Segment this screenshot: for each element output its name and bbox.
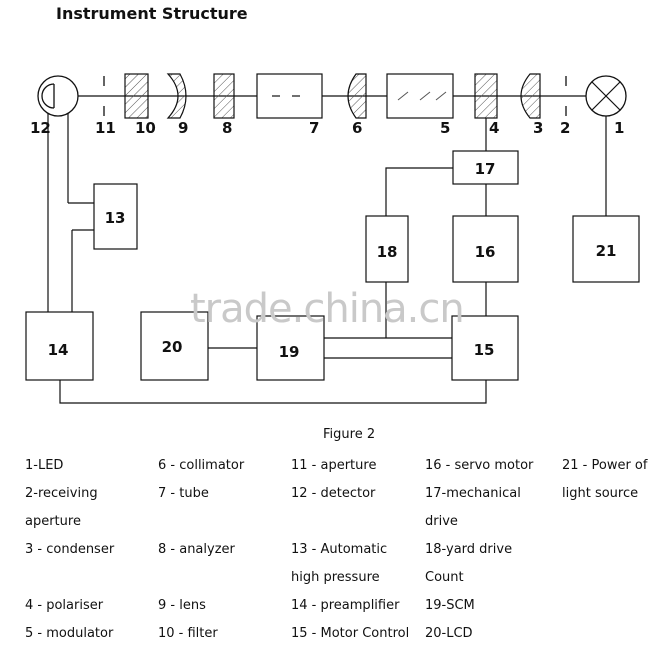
label-5: 5 bbox=[440, 119, 450, 137]
collimator-6 bbox=[347, 73, 367, 119]
legend-item: high pressure bbox=[291, 570, 380, 585]
label-19: 19 bbox=[279, 343, 300, 361]
label-18: 18 bbox=[377, 243, 398, 261]
legend-item: 8 - analyzer bbox=[158, 542, 235, 557]
lens-9 bbox=[166, 73, 187, 119]
legend-item: 5 - modulator bbox=[25, 626, 114, 641]
diagram-title: Instrument Structure bbox=[56, 4, 248, 23]
label-1: 1 bbox=[614, 119, 624, 137]
label-11: 11 bbox=[95, 119, 116, 137]
legend-item: 15 - Motor Control bbox=[291, 626, 410, 641]
legend-item: 19-SCM bbox=[425, 598, 475, 613]
tube-7 bbox=[256, 73, 323, 119]
label-20: 20 bbox=[162, 338, 183, 356]
legend-column-4: 16 - servo motor 17-mechanical drive 18-… bbox=[425, 452, 533, 648]
instrument-diagram: 12 11 10 9 8 7 6 5 4 3 2 1 bbox=[25, 73, 640, 404]
figure-caption: Figure 2 bbox=[323, 427, 376, 442]
legend-item: 17-mechanical bbox=[425, 486, 521, 501]
legend-item: 3 - condenser bbox=[25, 542, 115, 557]
legend-item: 6 - collimator bbox=[158, 458, 245, 473]
legend-item: 2-receiving bbox=[25, 486, 98, 501]
legend-item bbox=[158, 508, 244, 536]
legend-item: 10 - filter bbox=[158, 626, 218, 641]
legend-item: 13 - Automatic bbox=[291, 542, 388, 557]
box-21-light-source-power bbox=[572, 215, 640, 283]
legend-item: 14 - preamplifier bbox=[291, 598, 400, 613]
legend-item bbox=[25, 564, 114, 592]
legend-item: aperture bbox=[25, 514, 81, 529]
legend-item: 1-LED bbox=[25, 458, 64, 473]
box-18-yard-drive-count bbox=[365, 215, 409, 283]
legend-item bbox=[158, 564, 244, 592]
label-3: 3 bbox=[533, 119, 543, 137]
legend-item: drive bbox=[425, 514, 458, 529]
legend-column-3: 11 - aperture 12 - detector 13 - Automat… bbox=[291, 452, 409, 648]
label-16: 16 bbox=[475, 243, 496, 261]
legend-column-1: 1-LED 2-receiving aperture 3 - condenser… bbox=[25, 452, 114, 648]
label-17: 17 bbox=[475, 160, 496, 178]
legend-item: light source bbox=[562, 486, 639, 501]
legend-item: 21 - Power of bbox=[562, 458, 648, 473]
polariser-4 bbox=[474, 73, 498, 119]
label-14: 14 bbox=[48, 341, 69, 359]
label-6: 6 bbox=[352, 119, 362, 137]
watermark: trade.china.cn bbox=[190, 286, 465, 332]
box-19-scm bbox=[256, 315, 325, 381]
detector-12 bbox=[37, 75, 79, 117]
legend-item: 18-yard drive bbox=[425, 542, 513, 557]
label-9: 9 bbox=[178, 119, 188, 137]
box-15-motor-control bbox=[451, 315, 519, 381]
condenser-3 bbox=[520, 73, 541, 119]
box-16-servo-motor bbox=[452, 215, 519, 283]
legend-item: 4 - polariser bbox=[25, 598, 104, 613]
box-20-lcd bbox=[140, 311, 209, 381]
connection-wires bbox=[47, 113, 607, 404]
label-10: 10 bbox=[135, 119, 156, 137]
label-8: 8 bbox=[222, 119, 232, 137]
led-1 bbox=[585, 75, 627, 117]
legend-item: 9 - lens bbox=[158, 598, 206, 613]
legend-item: 11 - aperture bbox=[291, 458, 377, 473]
label-21: 21 bbox=[596, 242, 617, 260]
label-2: 2 bbox=[560, 119, 570, 137]
legend-item bbox=[291, 508, 409, 536]
label-15: 15 bbox=[474, 341, 495, 359]
label-12: 12 bbox=[30, 119, 51, 137]
analyzer-8 bbox=[213, 73, 235, 119]
label-13: 13 bbox=[105, 209, 126, 227]
box-14-preamplifier bbox=[25, 311, 94, 381]
legend-item: 20-LCD bbox=[425, 626, 473, 641]
label-7: 7 bbox=[309, 119, 319, 137]
label-4: 4 bbox=[489, 119, 499, 137]
legend-item: Count bbox=[425, 570, 464, 585]
legend-column-2: 6 - collimator 7 - tube 8 - analyzer 9 -… bbox=[158, 452, 244, 648]
filter-10 bbox=[124, 73, 149, 119]
legend-column-5: 21 - Power of light source bbox=[562, 452, 647, 508]
box-17-mechanical-drive bbox=[452, 150, 519, 185]
legend-item: 7 - tube bbox=[158, 486, 209, 501]
legend-item: 16 - servo motor bbox=[425, 458, 534, 473]
legend-item: 12 - detector bbox=[291, 486, 376, 501]
box-13-automatic-high-pressure bbox=[93, 183, 138, 250]
modulator-5 bbox=[386, 73, 454, 119]
